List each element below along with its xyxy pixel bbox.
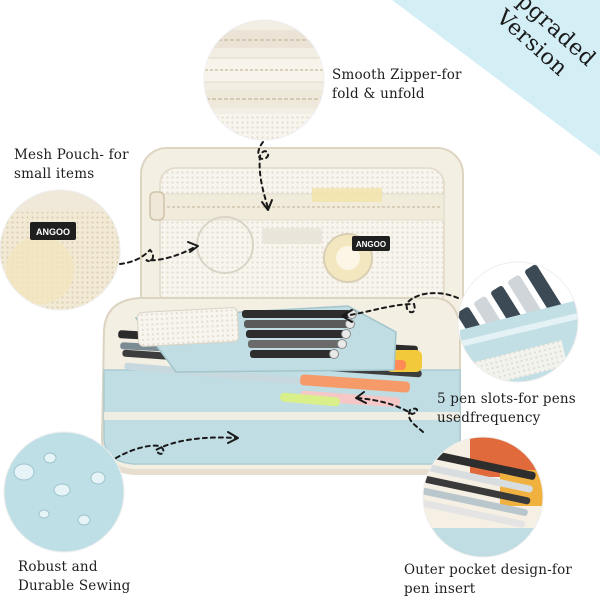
connector-pocket [357,397,424,433]
base-binding [104,412,460,420]
callout-pocket-line-2: pen insert [404,581,476,597]
callout-sewing: Robust and Durable Sewing [18,558,131,596]
detail-mesh-pouch: ANGOO [0,190,120,310]
callout-mesh: Mesh Pouch- for small items [14,146,129,184]
callout-sewing-line-2: Durable Sewing [18,578,131,594]
detail-durable-sewing [4,432,124,552]
detail-zipper [204,20,324,140]
callout-slots: 5 pen slots-for pens usedfrequency [437,390,576,428]
zipper-pull [149,191,165,221]
connector-arrowheads [187,199,367,444]
pencil-case: ANGOO [100,147,464,475]
callout-pocket-line-1: Outer pocket design-for [404,562,573,578]
connector-mesh [119,245,197,265]
lid-brand-text: ANGOO [356,240,386,249]
callout-sewing-line-1: Robust and [18,559,98,575]
pen-slot-flap [134,305,397,373]
callout-mesh-line-2: small items [14,166,95,182]
callout-slots-line-2: usedfrequency [437,410,541,426]
callout-zipper-line-1: Smooth Zipper-for [332,67,462,83]
mesh-brand-text: ANGOO [36,227,70,237]
connector-sewing [115,436,237,459]
callout-zipper: Smooth Zipper-for fold & unfold [332,66,462,104]
connector-slots [343,292,459,317]
callout-pocket: Outer pocket design-for pen insert [404,561,572,599]
callout-mesh-line-1: Mesh Pouch- for [14,147,129,163]
callout-zipper-line-2: fold & unfold [332,86,425,102]
connector-zipper [257,141,270,209]
callout-connectors [115,141,459,459]
callout-slots-line-1: 5 pen slots-for pens [437,391,576,407]
lid-brand-tag [352,236,390,251]
